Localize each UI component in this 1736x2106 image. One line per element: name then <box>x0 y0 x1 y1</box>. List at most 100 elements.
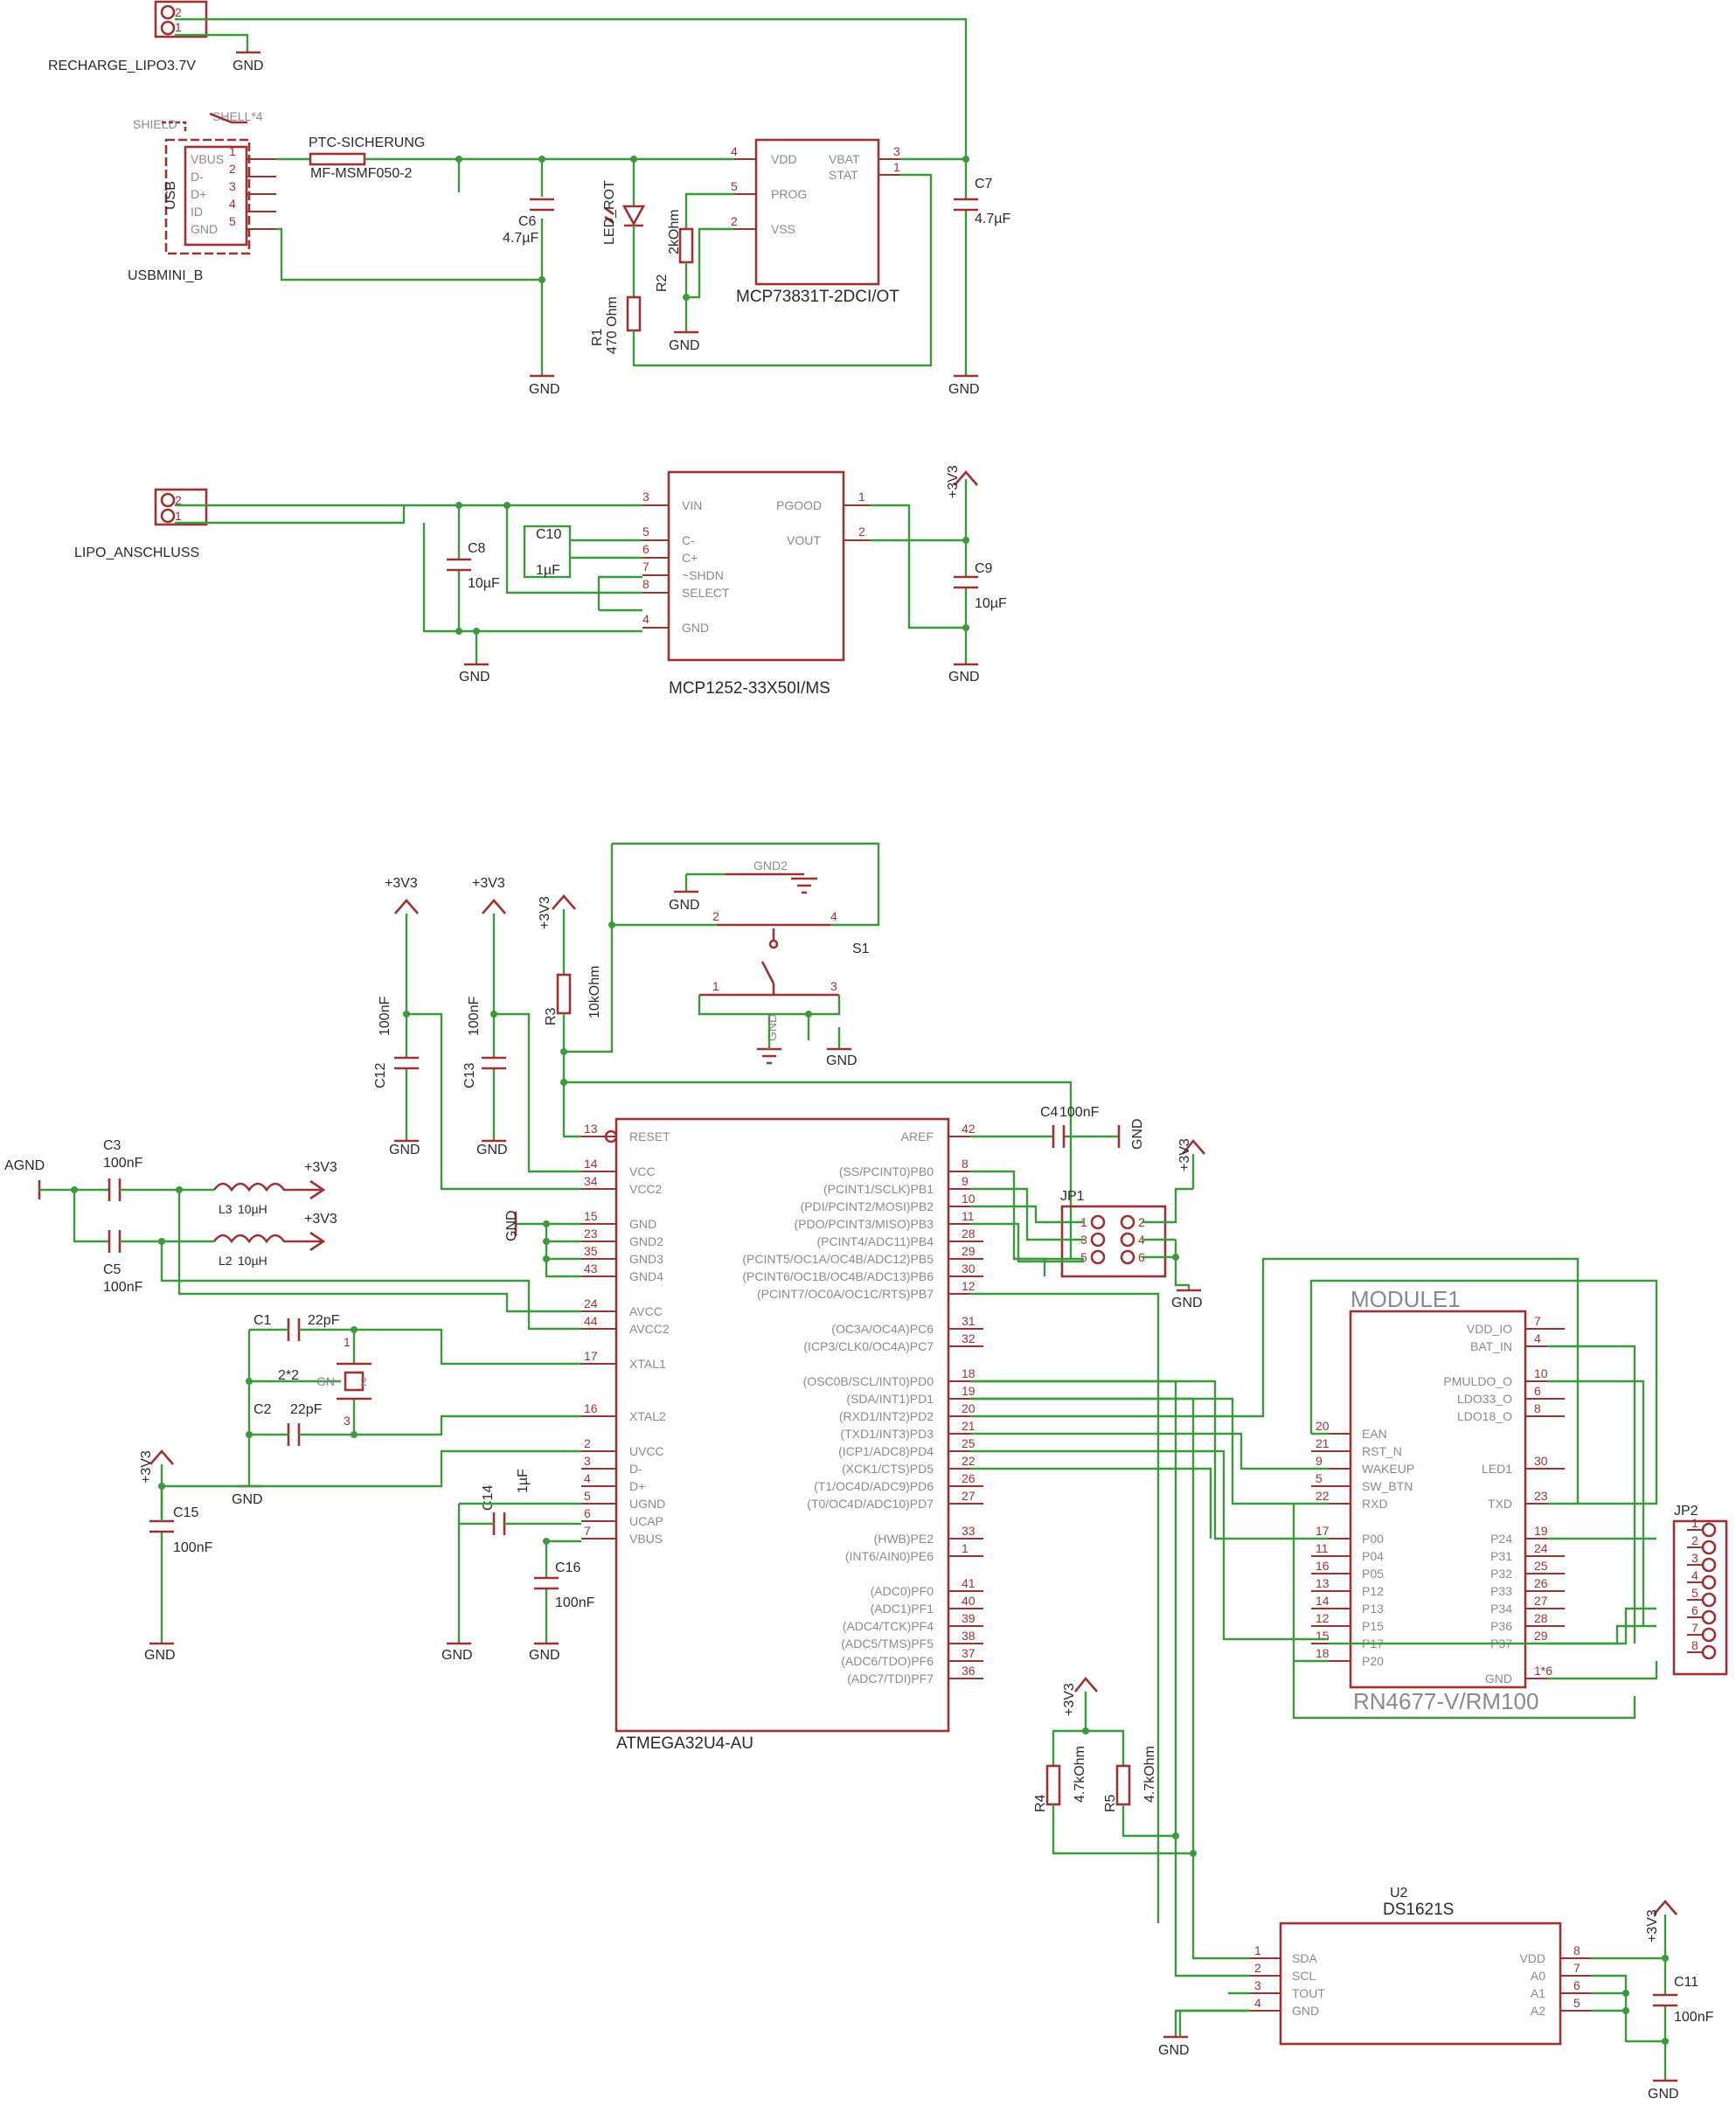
svg-text:C+: C+ <box>682 551 698 565</box>
svg-text:JP1: JP1 <box>1060 1189 1085 1204</box>
pin-number: 2 <box>584 1436 591 1450</box>
svg-text:10µF: 10µF <box>975 596 1007 611</box>
pin-name: (ADC0)PF0 <box>871 1584 934 1598</box>
svg-text:GND: GND <box>504 1210 519 1241</box>
pin-name: XTAL2 <box>629 1409 666 1423</box>
pin-number: 7 <box>584 1524 591 1538</box>
svg-text:C9: C9 <box>975 561 993 576</box>
svg-text:2*2: 2*2 <box>278 1368 299 1383</box>
pin-number: 22 <box>1316 1489 1330 1503</box>
pin-number: 23 <box>584 1227 598 1241</box>
svg-text:C7: C7 <box>975 177 993 191</box>
pin-number: 6 <box>584 1506 591 1520</box>
svg-text:10µF: 10µF <box>468 576 500 591</box>
svg-text:7: 7 <box>642 560 649 573</box>
pin-number: 7 <box>1573 1961 1580 1975</box>
pin-name: (ADC4/TCK)PF4 <box>843 1619 934 1633</box>
svg-text:10µH: 10µH <box>238 1202 267 1216</box>
c6-capacitor: C6 4.7µF <box>503 198 554 246</box>
pin-name: SW_BTN <box>1362 1479 1413 1493</box>
svg-text:10µH: 10µH <box>238 1254 267 1268</box>
svg-text:+3V3: +3V3 <box>1177 1138 1192 1171</box>
pin-number: 42 <box>962 1122 976 1136</box>
pin-name: UGND <box>629 1497 665 1511</box>
svg-text:5: 5 <box>731 179 738 193</box>
svg-text:1µF: 1µF <box>536 563 560 578</box>
c9-capacitor: C9 10µF <box>954 561 1007 611</box>
pin-name: P33 <box>1490 1584 1512 1598</box>
svg-text:C4: C4 <box>1040 1105 1059 1120</box>
pin-name: (ADC6/TDO)PF6 <box>841 1654 934 1668</box>
pin-number: 21 <box>1316 1436 1330 1450</box>
pin-name: P20 <box>1362 1654 1384 1668</box>
svg-text:GND: GND <box>459 670 490 685</box>
pin-name: (RXD1/INT2)PD2 <box>839 1409 934 1423</box>
pin-number: 5 <box>1316 1471 1323 1485</box>
pin-number: 5 <box>1573 1996 1580 2010</box>
pin-number: 8 <box>1691 1638 1698 1652</box>
svg-text:VSS: VSS <box>771 222 795 236</box>
pin-number: 28 <box>1534 1611 1548 1625</box>
svg-text:2: 2 <box>731 214 738 228</box>
pin-number: 13 <box>584 1122 598 1136</box>
jp2-pin <box>1701 1627 1717 1643</box>
svg-text:GND: GND <box>1158 2043 1190 2058</box>
pin-name: (T0/OC4D/ADC10)PD7 <box>807 1497 934 1511</box>
pin-name: P13 <box>1362 1602 1384 1616</box>
pin-number: 24 <box>584 1296 598 1310</box>
pin-name: P36 <box>1490 1619 1512 1633</box>
svg-text:1: 1 <box>175 20 182 34</box>
svg-text:1µF: 1µF <box>516 1469 531 1493</box>
svg-text:+3V3: +3V3 <box>538 896 552 929</box>
usb-connector: SHIELD SHELL*4 USB VBUS D- D+ ID GND 123… <box>128 109 276 283</box>
c11-capacitor: +3V3 C11 100nF GND <box>1645 1900 1714 2102</box>
pin-name: P00 <box>1362 1532 1384 1546</box>
pin-name: P04 <box>1362 1549 1384 1563</box>
svg-text:PTC-SICHERUNG: PTC-SICHERUNG <box>309 136 425 150</box>
svg-text:GND2: GND2 <box>753 858 788 872</box>
recharge-label: RECHARGE_LIPO3.7V <box>48 59 196 73</box>
pin-name: A1 <box>1531 1986 1545 2000</box>
svg-text:VBAT: VBAT <box>829 152 860 166</box>
svg-text:C8: C8 <box>468 541 486 556</box>
svg-text:MF-MSMF050-2: MF-MSMF050-2 <box>310 166 413 181</box>
pin-name: A2 <box>1531 2004 1545 2018</box>
c8-capacitor: C8 10µF <box>447 541 500 591</box>
pin-name: (XCK1/CTS)PD5 <box>842 1462 934 1476</box>
svg-text:STAT: STAT <box>829 168 858 182</box>
pin-name: UVCC <box>629 1444 664 1458</box>
pin-number: 1 <box>962 1541 969 1555</box>
svg-text:+3V3: +3V3 <box>1645 1909 1660 1943</box>
svg-text:C16: C16 <box>555 1560 580 1575</box>
pin-number: 40 <box>962 1594 976 1608</box>
svg-text:C15: C15 <box>173 1505 198 1520</box>
svg-text:GND: GND <box>765 1014 779 1041</box>
pin-number: 4 <box>1254 1996 1261 2010</box>
svg-text:4: 4 <box>229 197 236 211</box>
pin-number: 4 <box>1534 1331 1541 1345</box>
pin-number: 20 <box>962 1401 976 1415</box>
svg-text:1: 1 <box>893 160 900 174</box>
pin-name: P31 <box>1490 1549 1512 1563</box>
pin-number: 2 <box>1691 1533 1698 1547</box>
c2-capacitor: C2 22pF <box>253 1402 323 1446</box>
svg-text:GND: GND <box>529 382 560 397</box>
svg-text:PROG: PROG <box>771 187 807 201</box>
pin-name: BAT_IN <box>1470 1339 1512 1353</box>
r1-resistor: R1 470 Ohm <box>590 295 642 354</box>
svg-text:JP2: JP2 <box>1674 1504 1698 1519</box>
svg-text:4: 4 <box>830 909 837 923</box>
pin-number: 18 <box>1316 1646 1330 1660</box>
svg-text:1: 1 <box>344 1335 351 1349</box>
pin-number: 4 <box>1691 1568 1698 1582</box>
svg-text:D-: D- <box>191 170 204 184</box>
svg-text:GND: GND <box>1171 1296 1203 1310</box>
svg-text:D+: D+ <box>191 187 206 201</box>
svg-text:5: 5 <box>229 214 236 228</box>
pin-number: 16 <box>584 1401 598 1415</box>
svg-text:GND: GND <box>669 898 700 913</box>
pin-number: 7 <box>1691 1621 1698 1635</box>
svg-text:GND: GND <box>669 338 700 353</box>
